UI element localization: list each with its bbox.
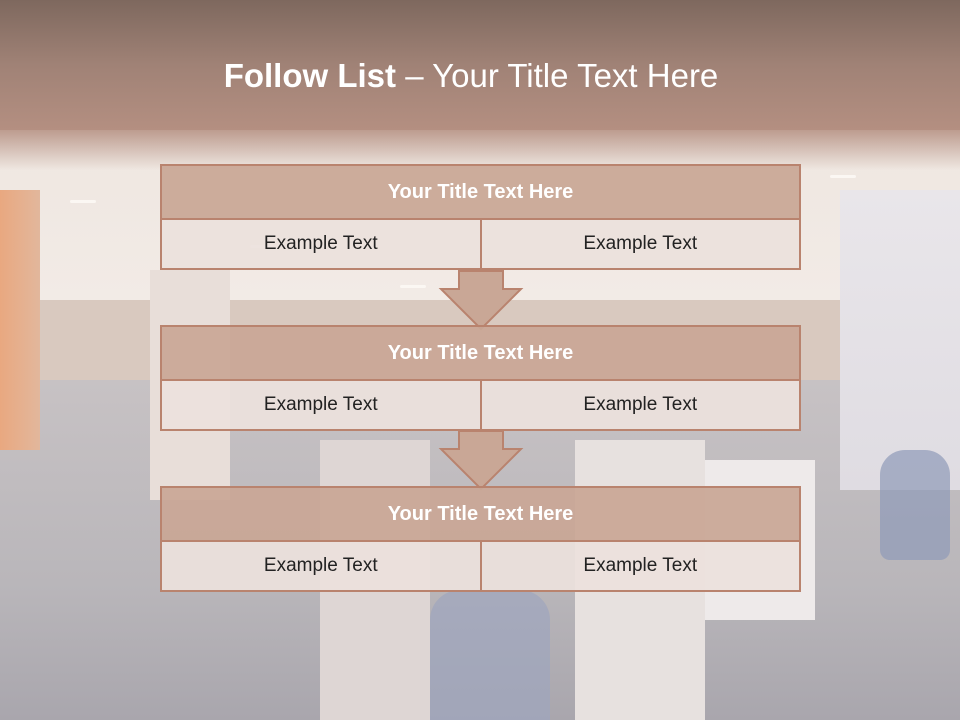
block-cell-right: Example Text: [479, 220, 800, 268]
block-cell-left: Example Text: [263, 233, 378, 254]
block-title: Your Title Text Here: [160, 325, 801, 381]
block-cell-right: Example Text: [479, 542, 800, 590]
list-block-1: Your Title Text Here Example Text Exampl…: [160, 164, 801, 270]
slide-title: Follow List – Your Title Text Here: [0, 56, 942, 96]
ceiling-light: [70, 200, 96, 203]
orange-wall: [0, 190, 40, 450]
block-cell-left: Example Text: [263, 394, 378, 415]
slide-title-rest: – Your Title Text Here: [396, 57, 719, 94]
block-title: Your Title Text Here: [160, 486, 801, 542]
down-arrow-icon: [438, 270, 524, 331]
title-band-fade: [0, 130, 960, 170]
office-chair: [880, 450, 950, 560]
title-band: [0, 0, 960, 130]
office-chair: [430, 590, 550, 720]
list-block-2: Your Title Text Here Example Text Exampl…: [160, 325, 801, 431]
block-cell-right: Example Text: [479, 381, 800, 429]
slide-title-bold: Follow List: [223, 57, 397, 94]
block-cell-left: Example Text: [263, 555, 378, 576]
right-wall: [840, 190, 960, 490]
ceiling-light: [830, 175, 856, 178]
block-row: Example Text Example Text: [160, 542, 801, 592]
block-row: Example Text Example Text: [160, 220, 801, 270]
ceiling-light: [400, 285, 426, 288]
down-arrow-icon: [438, 430, 524, 491]
list-block-3: Your Title Text Here Example Text Exampl…: [160, 486, 801, 592]
block-row: Example Text Example Text: [160, 381, 801, 431]
block-title: Your Title Text Here: [160, 164, 801, 220]
